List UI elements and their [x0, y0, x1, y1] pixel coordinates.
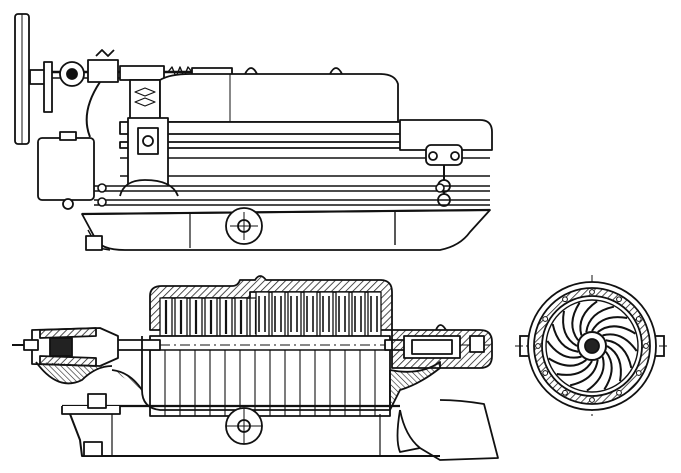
stage-blade: [306, 296, 314, 332]
rotor-drum: [149, 335, 391, 417]
stage-wheel: [351, 291, 366, 337]
left-bearing-section: [12, 327, 119, 385]
stage-blade: [290, 296, 298, 332]
impeller-vane: [579, 300, 598, 336]
stage-wheel: [367, 291, 382, 337]
impeller-vane: [591, 316, 628, 332]
impeller-vane: [562, 310, 578, 347]
impeller-vane: [548, 357, 587, 367]
casing-bolt: [562, 389, 568, 396]
rotor-stages: [159, 291, 382, 337]
impeller-vane: [602, 333, 638, 352]
stage-wheel: [319, 291, 334, 337]
longitudinal-section-view: [12, 275, 499, 461]
casing-bolt: [635, 316, 642, 322]
governor-linkage: [43, 49, 233, 138]
stage-blade: [258, 296, 266, 332]
impeller-vanes: [546, 300, 638, 392]
impeller-vane: [603, 351, 613, 390]
right-bearing-housing: [399, 119, 493, 207]
casing-shell-section: [149, 275, 393, 331]
impeller-vane: [585, 305, 615, 333]
stage-blade: [354, 296, 362, 332]
impeller-cross-section-view: [515, 275, 670, 418]
section-base-frame: [61, 393, 440, 457]
casing-bolt: [616, 296, 622, 303]
casing-cover: [159, 67, 399, 123]
lower-casing: [111, 336, 499, 461]
impeller-vane: [606, 345, 622, 382]
right-bearing-section: [391, 324, 493, 369]
stage-blade: [370, 296, 378, 332]
impeller-vane: [597, 325, 636, 335]
impeller-vane: [571, 302, 581, 341]
casing-bolt: [643, 343, 649, 349]
impeller-vane: [546, 340, 582, 359]
pipework: [94, 183, 490, 207]
side-elevation-view: [14, 13, 493, 251]
stage-wheel: [271, 291, 286, 337]
shaft-bore: [584, 338, 600, 354]
oil-tank: [37, 131, 95, 210]
casing-bolt: [535, 343, 541, 349]
bolt-circle: [535, 289, 649, 403]
impeller-vane: [569, 359, 599, 387]
stage-wheel: [335, 291, 350, 337]
impeller-vane: [605, 339, 633, 369]
casing-bolt: [542, 370, 549, 376]
casing-bolt: [616, 389, 622, 396]
impeller-vane: [556, 360, 593, 376]
steam-chest: [119, 117, 179, 197]
stage-wheel: [255, 291, 270, 337]
casing-bolt: [635, 370, 642, 376]
stage-wheel: [303, 291, 318, 337]
stage-blade: [322, 296, 330, 332]
bed-plate: [81, 207, 491, 251]
stage-blade: [274, 296, 282, 332]
stage-wheel: [287, 291, 302, 337]
impeller-vane: [551, 323, 579, 353]
stage-blade: [338, 296, 346, 332]
casing-bolt: [589, 397, 595, 403]
casing-bolt: [542, 316, 549, 322]
casing-bolt: [589, 289, 595, 295]
casing-bolt: [562, 296, 568, 303]
impeller-vane: [586, 356, 605, 392]
